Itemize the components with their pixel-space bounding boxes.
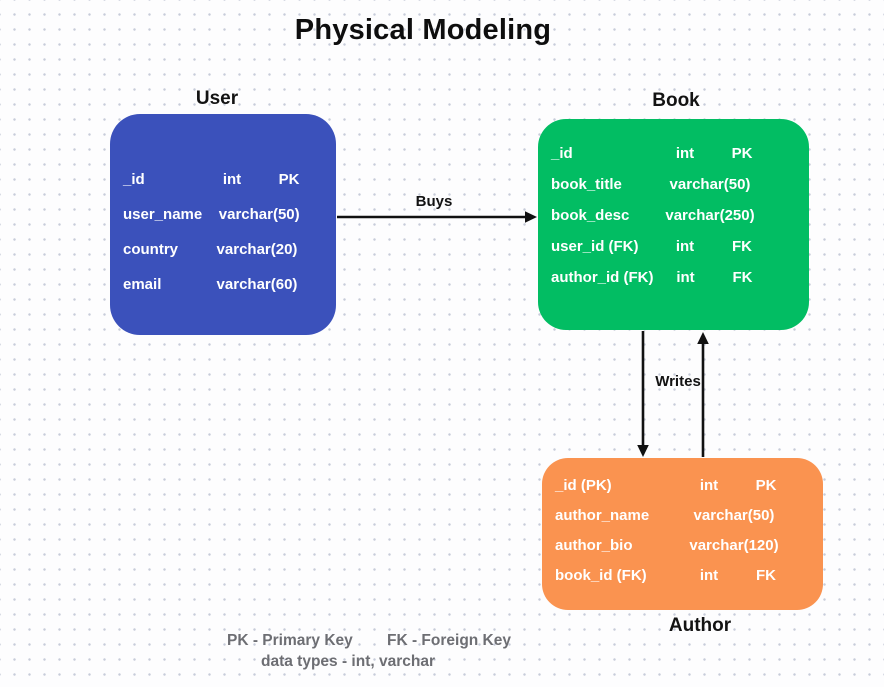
buys-arrowhead-icon [525,211,537,223]
field-name: book_id (FK) [555,566,647,584]
author-table[interactable]: _id (PK) int PK author_name varchar(50) … [542,458,823,610]
field-key: PK [731,145,753,162]
legend-fk: FK - Foreign Key [386,632,511,649]
field-name: email [123,276,162,293]
field-key: PK [755,476,777,494]
field-type: varchar(50) [669,176,751,193]
field-name: book_desc [551,207,630,224]
table-row: author_name varchar(50) [555,500,791,530]
table-row: book_desc varchar(250) [551,200,767,231]
field-type: int [699,566,719,584]
field-name: _id (PK) [555,476,612,494]
table-row: user_id (FK) int FK [551,231,767,262]
field-name: book_title [551,176,622,193]
legend: PK - Primary Key FK - Foreign Key data t… [227,632,511,671]
field-type: varchar(20) [216,241,298,258]
legend-pk: PK - Primary Key [227,632,353,649]
user-table-title: User [195,88,239,109]
field-type: varchar(50) [218,206,300,223]
field-type: int [675,238,695,255]
table-row: book_title varchar(50) [551,169,767,200]
field-key: FK [756,566,776,584]
book-table-title: Book [652,90,700,111]
table-row: user_name varchar(50) [123,197,314,232]
page-title: Physical Modeling [294,14,552,46]
field-name: _id [551,145,573,162]
field-name: author_name [555,506,650,524]
table-row: country varchar(20) [123,232,314,267]
author-table-title: Author [668,615,732,636]
buys-relationship-label: Buys [415,193,453,210]
field-type: int [699,476,719,494]
table-row: email varchar(60) [123,267,314,302]
field-key: PK [278,171,300,188]
field-name: user_name [123,206,203,223]
table-row: _id (PK) int PK [555,470,791,500]
field-name: country [123,241,179,258]
table-row: author_id (FK) int FK [551,262,767,293]
field-key: FK [732,269,753,286]
field-type: varchar(250) [665,207,755,224]
legend-keys-row: PK - Primary Key FK - Foreign Key [227,632,511,650]
field-name: _id [123,171,145,188]
table-row: _id int PK [551,138,767,169]
field-type: varchar(50) [693,506,775,524]
field-type: varchar(120) [689,536,779,554]
field-type: int [676,269,695,286]
field-type: int [675,145,695,162]
table-row: book_id (FK) int FK [555,560,791,590]
field-name: user_id (FK) [551,238,639,255]
field-name: author_id (FK) [551,269,654,286]
writes-down-arrowhead-icon [637,445,649,457]
writes-up-arrowhead-icon [697,332,709,344]
field-key: FK [732,238,752,255]
field-name: author_bio [555,536,633,554]
user-table[interactable]: _id int PK user_name varchar(50) country… [110,114,336,335]
field-type: varchar(60) [216,276,298,293]
book-table[interactable]: _id int PK book_title varchar(50) book_d… [538,119,809,330]
writes-relationship-label: Writes [655,373,701,390]
table-row: author_bio varchar(120) [555,530,791,560]
legend-datatypes: data types - int, varchar [260,653,435,670]
field-type: int [222,171,242,188]
table-row: _id int PK [123,162,314,197]
